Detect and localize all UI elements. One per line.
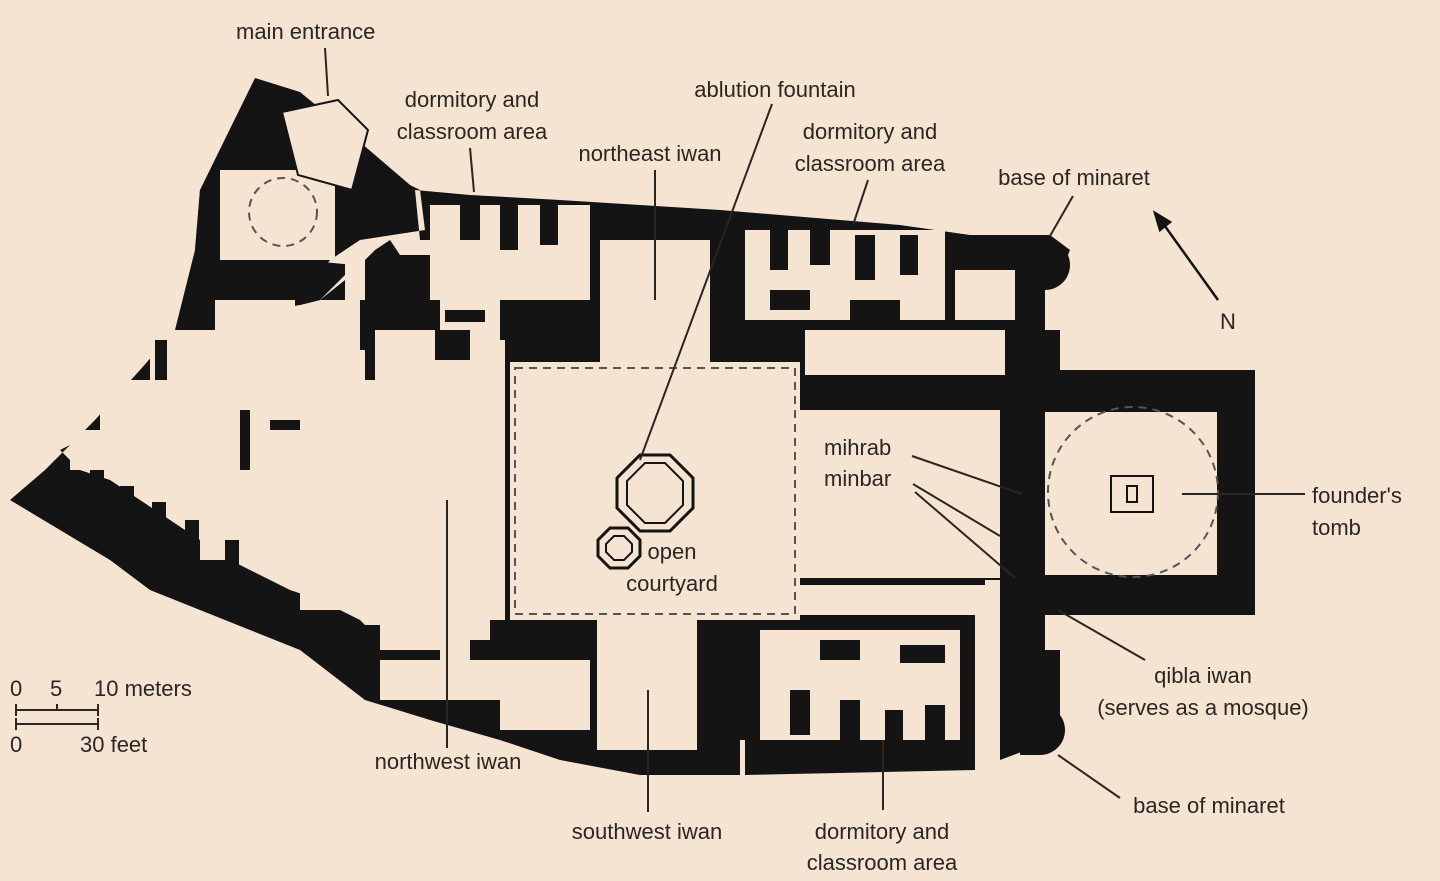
courtyard-arcade xyxy=(514,367,796,615)
scale-feet-30: 30 feet xyxy=(80,732,148,757)
label-qibla-iwan-line1: qibla iwan xyxy=(1154,663,1252,688)
label-southwest-iwan: southwest iwan xyxy=(571,819,723,844)
label-qibla-iwan-line2: (serves as a mosque) xyxy=(1097,695,1309,720)
interior-walls xyxy=(90,205,945,745)
minaret-base-bottom xyxy=(1020,705,1065,755)
leader-lines xyxy=(324,47,1305,812)
ablution-fountain xyxy=(596,453,695,570)
label-dormitory-nw-line2: classroom area xyxy=(396,119,548,144)
scale-feet-0: 0 xyxy=(10,732,23,757)
label-base-of-minaret-top: base of minaret xyxy=(998,165,1150,190)
minaret-base-top xyxy=(1020,240,1070,290)
label-open-courtyard-line2: courtyard xyxy=(626,571,718,596)
entrance-dome xyxy=(248,177,318,247)
north-arrow xyxy=(1152,210,1220,301)
label-dormitory-s-line1: dormitory and xyxy=(814,819,950,844)
label-north: N xyxy=(1220,309,1236,334)
scale-meters-5: 5 xyxy=(50,676,63,701)
tomb-dome xyxy=(1047,406,1219,578)
cenotaph xyxy=(1110,475,1154,513)
scale-meters-10: 10 meters xyxy=(94,676,192,701)
northwest-iwan-floor xyxy=(400,440,500,540)
courtyard-floor xyxy=(510,362,800,620)
label-dormitory-ne-line1: dormitory and xyxy=(802,119,938,144)
label-dormitory-s-line2: classroom area xyxy=(806,850,958,875)
scale-bar xyxy=(15,704,99,730)
label-minbar: minbar xyxy=(824,466,892,491)
label-open-courtyard-line1: open xyxy=(647,539,697,564)
scale-meters-0: 0 xyxy=(10,676,23,701)
label-base-of-minaret-bottom: base of minaret xyxy=(1133,793,1285,818)
label-founders-tomb-line1: founder's xyxy=(1312,483,1402,508)
label-ablution-fountain: ablution fountain xyxy=(694,77,856,102)
floor-spaces xyxy=(70,98,1217,750)
qibla-iwan-floor xyxy=(800,410,1000,578)
label-northwest-iwan: northwest iwan xyxy=(374,749,522,774)
label-northeast-iwan: northeast iwan xyxy=(578,141,722,166)
label-dormitory-nw-line1: dormitory and xyxy=(404,87,540,112)
label-main-entrance: main entrance xyxy=(236,19,376,44)
label-dormitory-ne-line2: classroom area xyxy=(794,151,946,176)
label-mihrab: mihrab xyxy=(824,435,892,460)
label-founders-tomb-line2: tomb xyxy=(1312,515,1361,540)
